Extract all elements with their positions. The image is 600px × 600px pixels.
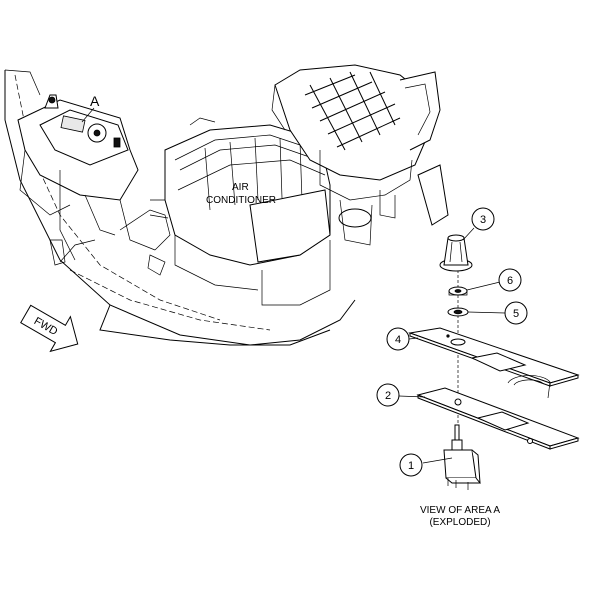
callout-5-label: 5 [513, 308, 519, 320]
part-6-nut [448, 286, 468, 296]
callout-1: 1 [399, 453, 453, 477]
view-caption-line2: (EXPLODED) [429, 517, 491, 528]
part-5-washer [447, 307, 469, 317]
callout-3: 3 [462, 207, 495, 241]
air-conditioner-unit [119, 117, 331, 306]
air-conditioner-label: AIR CONDITIONER [206, 182, 276, 206]
callout-5: 5 [467, 301, 528, 325]
callout-4-label: 4 [395, 334, 401, 346]
callout-6: 6 [466, 268, 522, 292]
part-1-rotary-switch [443, 424, 482, 490]
view-caption-line1: VIEW OF AREA A [419, 505, 501, 516]
exploded-parts [408, 234, 580, 490]
air-conditioner-label-line2: CONDITIONER [206, 195, 276, 206]
view-caption: VIEW OF AREA A (EXPLODED) [385, 505, 535, 529]
blower-housing [271, 64, 449, 246]
callout-1-label: 1 [408, 460, 414, 472]
callout-2-label: 2 [385, 390, 391, 402]
area-a-label: A [90, 93, 100, 109]
callouts: 1 2 3 4 5 6 [376, 207, 528, 477]
air-conditioner-label-line1: AIR [232, 182, 249, 193]
callout-4: 4 [386, 327, 419, 351]
part-2-base-plate [416, 387, 580, 450]
control-panel-area-a [17, 94, 156, 266]
part-4-cover-plate [408, 327, 580, 399]
area-label: A [81, 93, 100, 123]
fwd-arrow: FWD [20, 304, 79, 353]
callout-6-label: 6 [507, 275, 513, 287]
callout-3-label: 3 [480, 214, 486, 226]
part-3-knob [439, 234, 473, 272]
callout-2: 2 [376, 383, 426, 407]
